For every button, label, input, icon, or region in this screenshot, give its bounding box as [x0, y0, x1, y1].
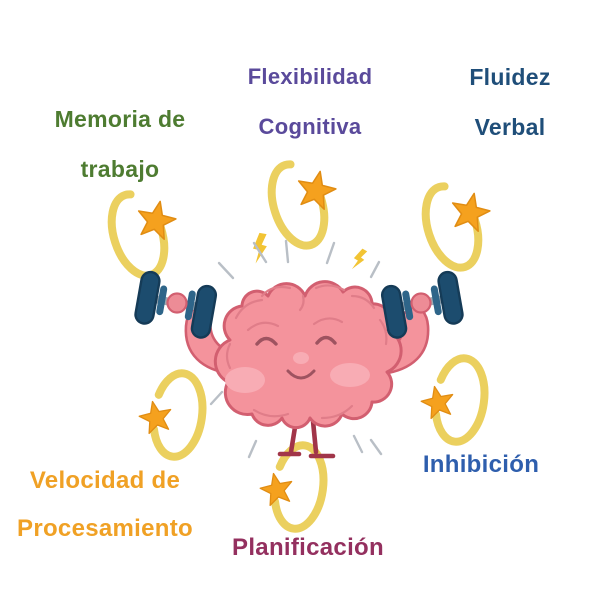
smile [286, 369, 316, 380]
label-line: Procesamiento [17, 515, 193, 542]
fist-right [410, 292, 432, 314]
label-line: Velocidad de [29, 467, 181, 494]
label-inhibicion: Inhibición [408, 452, 554, 478]
brain-face [255, 335, 337, 380]
label-fluidez-verbal: Fluidez Verbal [440, 64, 580, 140]
label-line: Verbal [474, 114, 546, 140]
label-line: Flexibilidad [247, 64, 373, 89]
label-memoria-de-trabajo: Memoria de trabajo [25, 106, 215, 182]
label-line: trabajo [80, 156, 160, 182]
brain-character [213, 280, 403, 430]
lightning-bolt-icon-right [351, 247, 368, 272]
label-line: Cognitiva [258, 114, 362, 139]
star-swirl-icon-mid-left [137, 370, 208, 460]
label-planificacion: Planificación [218, 535, 398, 561]
star-swirl-icon-top-left [102, 188, 179, 283]
label-velocidad-de-procesamiento: Velocidad de Procesamiento [5, 468, 205, 542]
star-swirl-icon-mid-right [419, 355, 490, 445]
lightning-bolt-icon-left [251, 232, 270, 264]
closed-eye-right [315, 335, 337, 345]
brain-folds [225, 284, 388, 420]
nose [293, 352, 309, 364]
fist-left [166, 292, 188, 314]
label-line: Memoria de [54, 106, 186, 132]
radiating-lines [209, 239, 383, 459]
label-flexibilidad-cognitiva: Flexibilidad Cognitiva [225, 64, 395, 140]
dumbbell-icon-left [134, 270, 218, 339]
label-line: Fluidez [469, 64, 551, 90]
label-line: Planificación [232, 534, 384, 561]
star-swirl-icon-top-center [262, 158, 339, 253]
closed-eye-left [255, 336, 278, 346]
star-swirl-icon-top-right [416, 180, 493, 275]
label-line: Inhibición [422, 451, 540, 478]
dumbbell-icon-right [380, 270, 464, 339]
